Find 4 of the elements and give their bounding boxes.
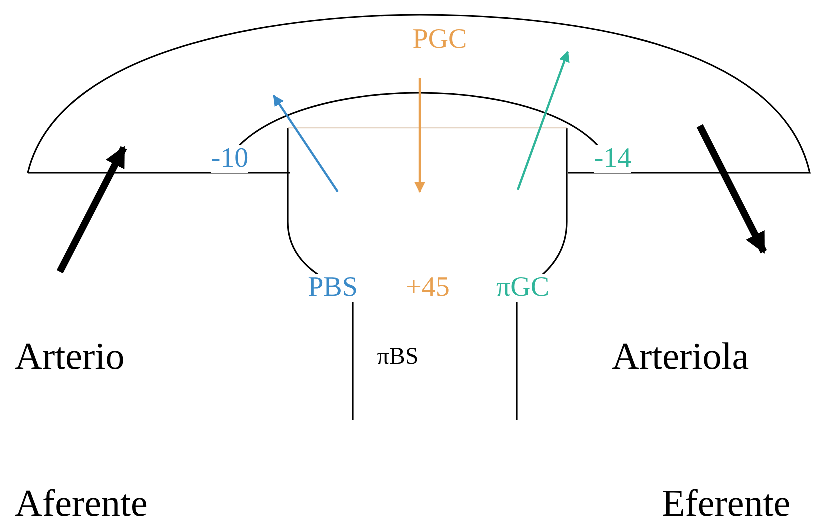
label: -14 <box>594 145 632 173</box>
label: πGC <box>496 274 550 302</box>
label: -10 <box>211 145 249 173</box>
label: PBS <box>308 274 358 302</box>
